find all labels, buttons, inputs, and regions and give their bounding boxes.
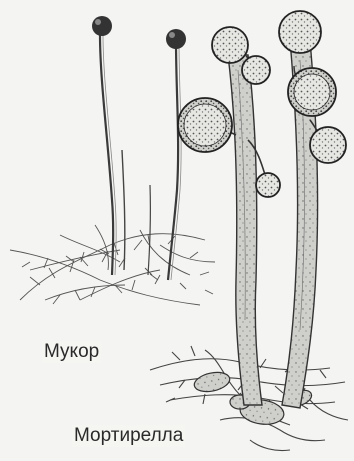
mucor-stalk-right	[168, 42, 178, 280]
mortierella-sporangium-6	[310, 127, 346, 163]
mortierella-sporangium-1	[212, 27, 248, 63]
mucor-sporangium-left	[92, 16, 112, 36]
mucor-sporangium-right	[166, 29, 186, 49]
mucor-sporangiophores	[92, 16, 186, 280]
mortierella-sporangium-3	[242, 56, 270, 84]
label-mucor: Мукор	[42, 341, 101, 363]
mortierella-sporangium-2	[279, 11, 321, 53]
mortierella-sporangium-7	[256, 173, 280, 197]
label-mortierella: Мортирелла	[72, 425, 185, 447]
mortierella-sporangia	[178, 11, 346, 197]
mucor-stalk-young	[122, 150, 125, 270]
